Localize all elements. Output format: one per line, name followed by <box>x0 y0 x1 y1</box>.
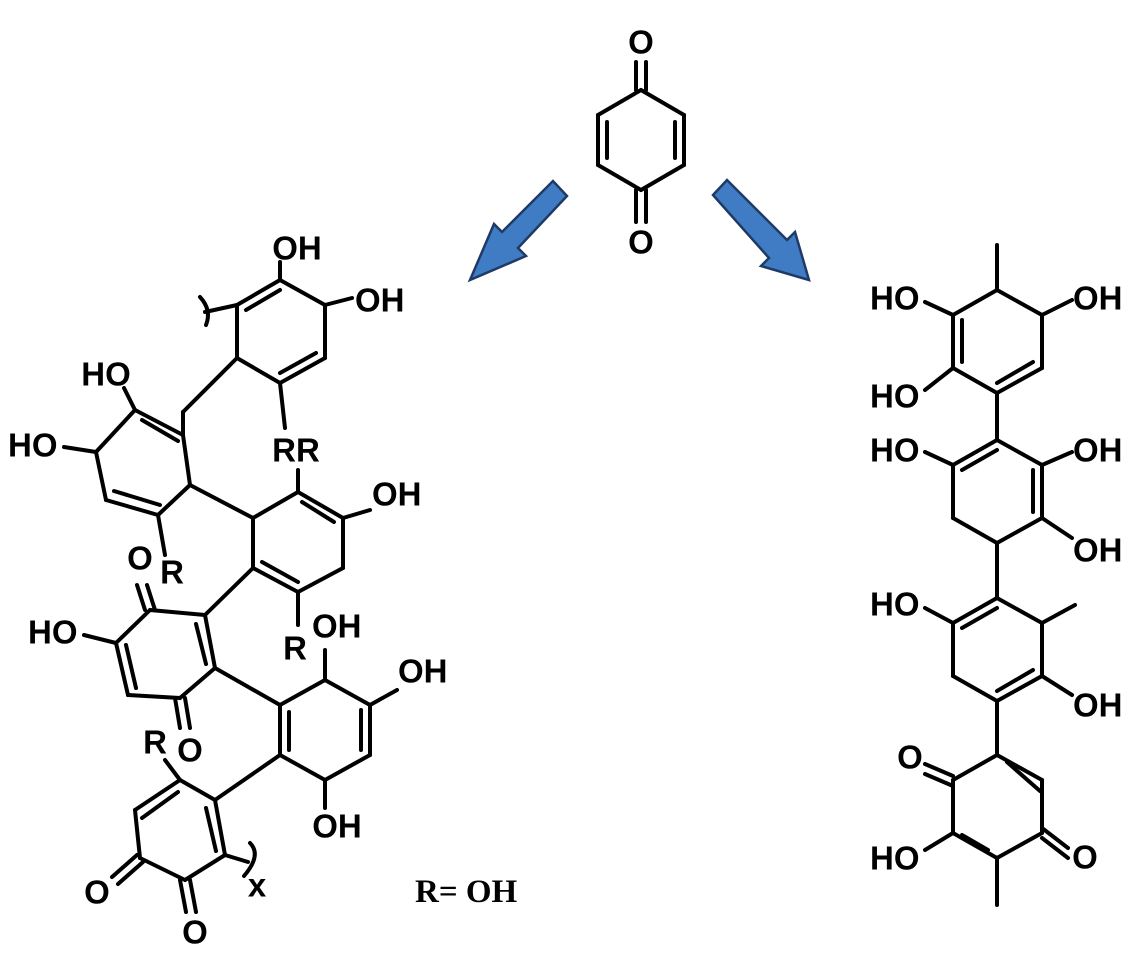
atom-ho: HO <box>870 280 920 317</box>
arrow-right <box>711 178 811 282</box>
atom-oh: OH <box>312 808 362 845</box>
atom-oh: OH <box>355 282 405 319</box>
atom-ho: HO <box>870 378 920 415</box>
atom-o: O <box>628 224 654 261</box>
polymer-bracket <box>242 841 257 878</box>
substituent-legend: R= OH <box>415 874 518 910</box>
atom-oh: OH <box>272 230 322 267</box>
atom-ho: HO <box>81 356 131 393</box>
benzoquinone-molecule: O O <box>596 24 686 261</box>
atom-oh: OH <box>1073 532 1123 569</box>
polymer-subscript-x: x <box>248 867 267 904</box>
atom-ho: HO <box>870 586 920 623</box>
atom-ho: HO <box>870 840 920 877</box>
atom-o: O <box>177 732 203 769</box>
atom-oh: OH <box>372 476 422 513</box>
atom-rr: RR <box>272 432 320 469</box>
atom-o: O <box>628 24 654 61</box>
atom-o: O <box>84 874 110 911</box>
atom-oh: OH <box>312 608 362 645</box>
atom-o: O <box>182 914 208 951</box>
atom-r: R <box>160 554 184 591</box>
atom-ho: HO <box>870 432 920 469</box>
atom-oh: OH <box>1073 432 1123 469</box>
atom-o: O <box>897 739 923 776</box>
atom-oh: OH <box>1073 280 1123 317</box>
right-oligomer-structure: HO OH HO HO OH OH HO OH <box>870 243 1123 907</box>
reaction-arrows <box>467 178 811 283</box>
atom-r: R <box>283 630 307 667</box>
atom-ho: HO <box>8 427 58 464</box>
atom-o: O <box>1072 839 1098 876</box>
atom-ho: HO <box>28 614 78 651</box>
atom-o: O <box>127 540 153 577</box>
atom-oh: OH <box>398 653 448 690</box>
arrow-left <box>467 179 569 283</box>
atom-oh: OH <box>1073 687 1123 724</box>
atom-r: R <box>143 724 167 761</box>
left-polymer-structure: OH OH HO HO R RR OH R <box>8 230 448 951</box>
